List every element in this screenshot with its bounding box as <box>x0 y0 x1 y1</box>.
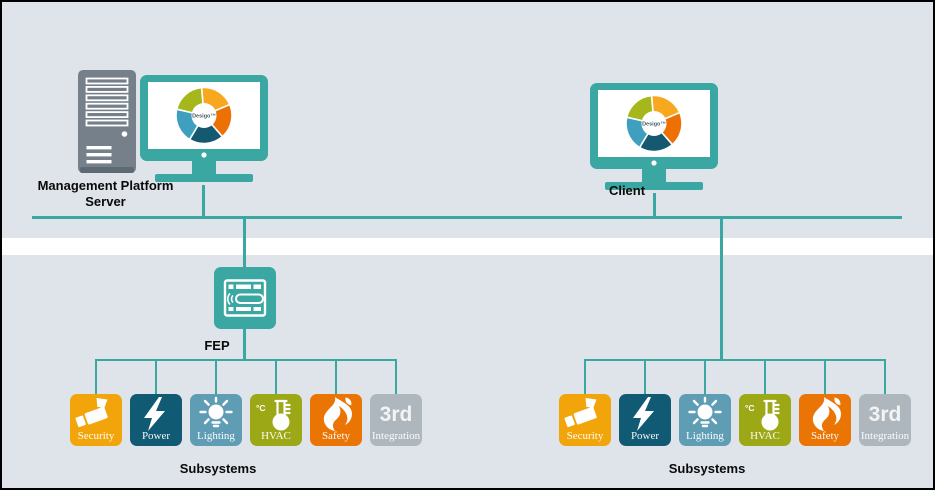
subsystem-security-tile: Security <box>70 394 122 446</box>
subsystem-lighting-tile: Lighting <box>190 394 242 446</box>
subsystem-power-tile: Power <box>130 394 182 446</box>
desigo-wheel: Desigo™ <box>625 94 683 153</box>
server-monitor-icon: Desigo™ <box>140 75 268 182</box>
subsystems-connector-line <box>584 359 886 361</box>
thermometer-flask-icon: °C <box>745 399 780 431</box>
subsystem-drop-line <box>155 359 157 395</box>
network-band <box>2 238 933 255</box>
subsystem-drop-line <box>395 359 397 395</box>
cctv-camera-icon <box>564 398 597 428</box>
server-label: Management Platform Server <box>37 178 174 209</box>
subsystems-caption: Subsystems <box>179 461 257 476</box>
light-bulb-icon <box>688 396 722 428</box>
svg-text:°C: °C <box>256 403 266 413</box>
subsystem-hvac-tile: °C HVAC <box>739 394 791 446</box>
wheel-center-label: Desigo™ <box>642 122 666 128</box>
subsystem-drop-line <box>884 359 886 395</box>
tile-label: Safety <box>321 430 351 442</box>
subsystem-power-tile: Power <box>619 394 671 446</box>
svg-text:°C: °C <box>745 403 755 413</box>
subsystem-drop-line <box>824 359 826 395</box>
tile-label: Security <box>566 430 604 442</box>
subsystem-drop-line <box>215 359 217 395</box>
subsystem-integration-tile: 3rd Integration <box>859 394 911 446</box>
lightning-bolt-icon <box>144 397 165 431</box>
tile-label: HVAC <box>750 430 780 442</box>
fep-label: FEP <box>204 338 230 353</box>
bus-to-subsystems-line <box>720 219 723 361</box>
flame-icon <box>323 397 352 431</box>
tile-big-text: 3rd <box>868 403 902 426</box>
fep-to-subsystems-line <box>243 329 246 361</box>
subsystem-safety-tile: Safety <box>799 394 851 446</box>
tile-label: Integration <box>860 430 910 442</box>
tile-label: Power <box>141 430 171 442</box>
desigo-wheel: Desigo™ <box>175 86 233 145</box>
tile-label: HVAC <box>261 430 291 442</box>
subsystem-drop-line <box>95 359 97 395</box>
client-monitor-icon: Desigo™ <box>590 83 718 190</box>
fep-drop-line <box>243 219 246 267</box>
tile-label: Power <box>630 430 660 442</box>
tile-label: Security <box>77 430 115 442</box>
client-drop-line <box>653 193 656 217</box>
tile-label: Lighting <box>686 430 724 442</box>
subsystems-group-right: Subsystems Security Power <box>559 359 933 488</box>
thermometer-flask-icon: °C <box>256 399 291 431</box>
lightning-bolt-icon <box>633 397 654 431</box>
subsystem-safety-tile: Safety <box>310 394 362 446</box>
tile-label: Integration <box>371 430 421 442</box>
server-drop-line <box>202 185 205 217</box>
subsystem-drop-line <box>275 359 277 395</box>
flame-icon <box>812 397 841 431</box>
subsystem-drop-line <box>704 359 706 395</box>
tile-big-text: 3rd <box>379 403 413 426</box>
network-bus-line <box>32 216 902 219</box>
wheel-center-label: Desigo™ <box>192 114 216 120</box>
subsystems-group-left: Subsystems Security Power <box>70 359 448 488</box>
subsystem-hvac-tile: °C HVAC <box>250 394 302 446</box>
subsystem-lighting-tile: Lighting <box>679 394 731 446</box>
subsystem-integration-tile: 3rd Integration <box>370 394 422 446</box>
subsystem-drop-line <box>335 359 337 395</box>
server-tower-icon <box>78 70 136 173</box>
subsystem-drop-line <box>584 359 586 395</box>
subsystem-security-tile: Security <box>559 394 611 446</box>
fep-device-icon <box>214 267 276 329</box>
tile-label: Lighting <box>197 430 235 442</box>
light-bulb-icon <box>199 396 233 428</box>
client-label: Client <box>608 183 646 198</box>
subsystems-caption: Subsystems <box>668 461 746 476</box>
subsystem-drop-line <box>644 359 646 395</box>
subsystems-connector-line <box>95 359 397 361</box>
cctv-camera-icon <box>75 398 108 428</box>
subsystem-drop-line <box>764 359 766 395</box>
tile-label: Safety <box>810 430 840 442</box>
